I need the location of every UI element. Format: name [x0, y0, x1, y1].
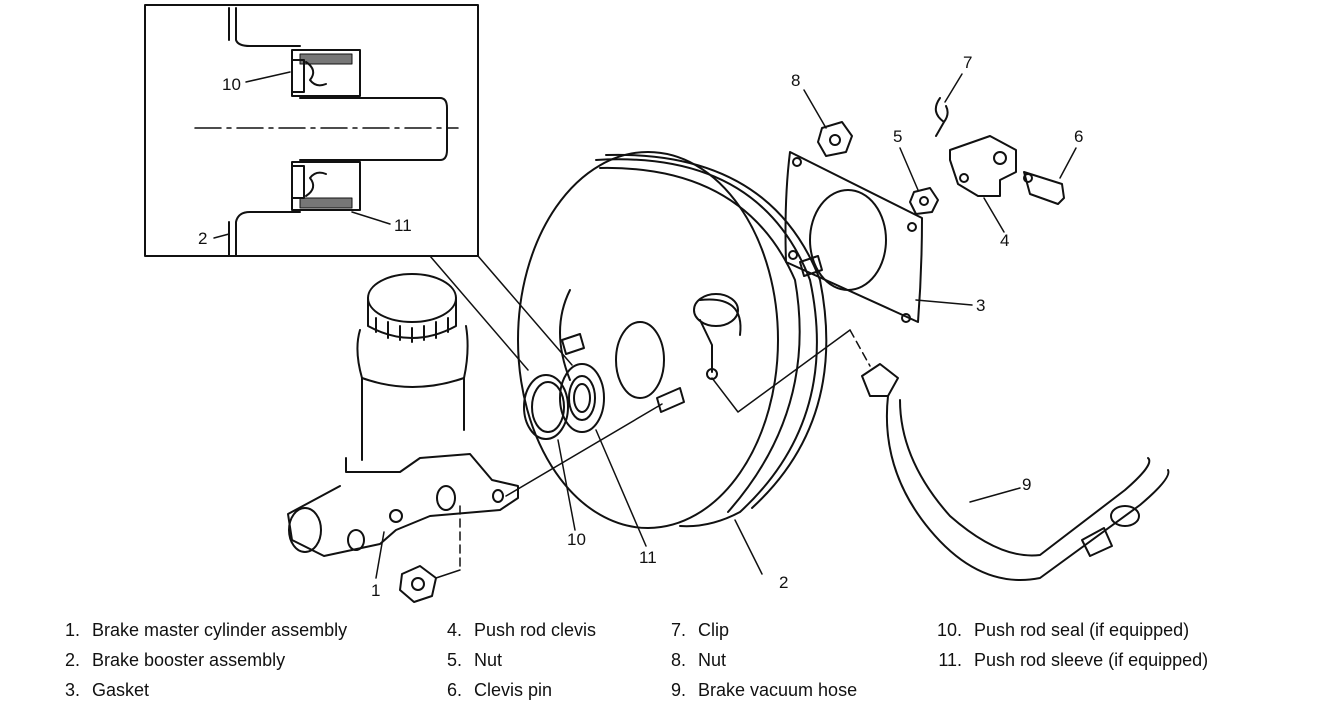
- legend-number: 4.: [446, 620, 462, 640]
- legend-number: 2.: [64, 650, 80, 670]
- legend-label: Clip: [698, 620, 730, 640]
- callout-9: 9: [1022, 475, 1031, 494]
- legend-item-9: 9. Brake vacuum hose: [656, 679, 857, 701]
- callout-10: 10: [567, 530, 586, 549]
- clip-7: [934, 97, 949, 137]
- legend-number: 10.: [936, 620, 962, 640]
- detail-inset: [144, 4, 479, 257]
- callout-5: 5: [893, 127, 902, 146]
- nut-5: [909, 187, 939, 215]
- legend-label: Nut: [474, 650, 503, 670]
- push-rod-sleeve: [559, 363, 605, 433]
- legend-item-7: 7. Clip: [656, 619, 729, 641]
- legend-item-8: 8. Nut: [656, 649, 726, 671]
- callout-11: 11: [639, 548, 657, 567]
- callout-8: 8: [791, 71, 800, 90]
- legend-label: Gasket: [92, 680, 150, 700]
- gasket: [784, 151, 923, 323]
- legend-label: Push rod sleeve (if equipped): [974, 650, 1209, 670]
- legend-number: 8.: [670, 650, 686, 670]
- legend-item-4: 4. Push rod clevis: [432, 619, 596, 641]
- legend-item-10: 10. Push rod seal (if equipped): [916, 619, 1189, 641]
- legend-label: Clevis pin: [474, 680, 553, 700]
- callout-1: 1: [371, 581, 380, 600]
- master-cylinder: [287, 273, 663, 603]
- callout-7: 7: [963, 53, 972, 72]
- legend-label: Nut: [698, 650, 727, 670]
- legend-number: 3.: [64, 680, 80, 700]
- callout-10-inset: 10: [222, 75, 241, 94]
- callout-4: 4: [1000, 231, 1009, 250]
- legend-label: Brake master cylinder assembly: [92, 620, 348, 640]
- legend-item-6: 6. Clevis pin: [432, 679, 552, 701]
- nut-8: [817, 121, 853, 157]
- legend-item-5: 5. Nut: [432, 649, 502, 671]
- push-rod-seal: [523, 374, 569, 440]
- legend-item-3: 3. Gasket: [50, 679, 149, 701]
- legend-label: Brake booster assembly: [92, 650, 286, 670]
- legend-label: Brake vacuum hose: [698, 680, 858, 700]
- callout-2-inset: 2: [198, 229, 207, 248]
- brake-booster: [517, 151, 871, 529]
- callout-3: 3: [976, 296, 985, 315]
- vacuum-hose: [861, 363, 1170, 581]
- legend-number: 1.: [64, 620, 80, 640]
- legend-number: 9.: [670, 680, 686, 700]
- clevis-pin: [1023, 171, 1065, 205]
- legend-number: 6.: [446, 680, 462, 700]
- push-rod-clevis: [949, 135, 1017, 197]
- leader-lines: [375, 73, 1077, 579]
- legend-label: Push rod clevis: [474, 620, 597, 640]
- legend-label: Push rod seal (if equipped): [974, 620, 1190, 640]
- legend-number: 7.: [670, 620, 686, 640]
- legend-item-11: 11. Push rod sleeve (if equipped): [916, 649, 1208, 671]
- callout-2: 2: [779, 573, 788, 592]
- callout-11-inset: 11: [394, 216, 412, 235]
- callout-labels: 10 2 11 8 7 5 6 4 3 9 10 11 2 1: [198, 53, 1083, 600]
- callout-6: 6: [1074, 127, 1083, 146]
- legend-number: 5.: [446, 650, 462, 670]
- legend-number: 11.: [938, 650, 962, 670]
- legend-item-1: 1. Brake master cylinder assembly: [50, 619, 347, 641]
- legend-item-2: 2. Brake booster assembly: [50, 649, 285, 671]
